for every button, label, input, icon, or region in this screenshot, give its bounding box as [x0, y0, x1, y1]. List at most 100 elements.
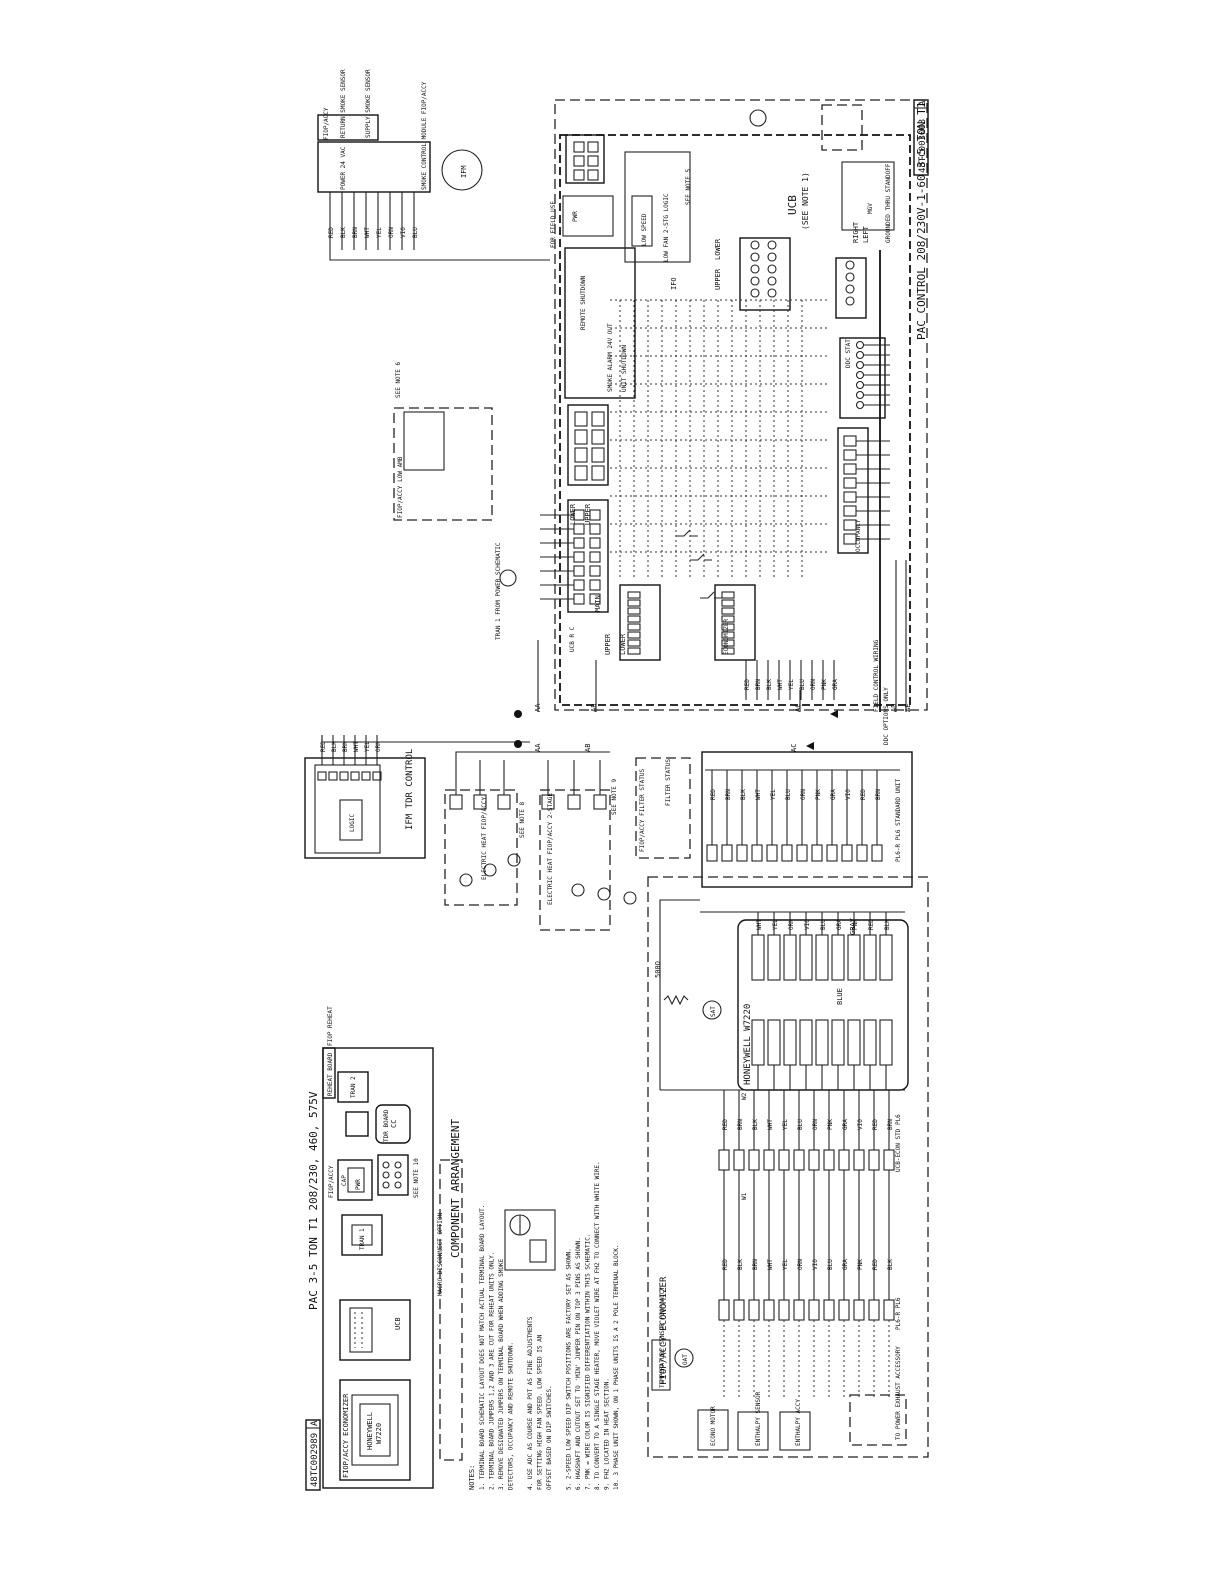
- note-line: 3. REMOVE DESIGNATED JUMPERS ON TERMINAL…: [498, 1258, 505, 1490]
- main-pin: [589, 523, 601, 535]
- electric-heat: ELECTRIC HEAT FIOP/ACCY ELECTRIC HEAT FI…: [444, 778, 618, 931]
- econ-pin-bottom: [868, 1299, 880, 1321]
- econ-tb-pin: [721, 631, 735, 639]
- econ-color-a: BRN: [737, 1119, 744, 1130]
- low-fan-logic-label: LOW FAN 2-STG LOGIC: [663, 193, 670, 262]
- econ-color-b: BRN: [752, 1259, 759, 1270]
- econ-pin-top: [718, 1149, 730, 1171]
- ucb-see-note-1: (SEE NOTE 1): [801, 172, 810, 230]
- honeywell-w7220-title: HONEYWELL W7220: [743, 1004, 753, 1085]
- sat-sensor: SAT: [710, 1006, 717, 1017]
- econ-tb-pin: [721, 639, 735, 647]
- w1-label: W1: [741, 1192, 748, 1200]
- note-line: OFFSET BASED ON DIP SWITCHES.: [546, 1385, 553, 1490]
- ifm-conn-pin: [587, 155, 599, 167]
- note-line: DETECTORS, OCCUPANCY AND REMOTE SHUTDOWN…: [508, 1342, 515, 1490]
- ucb-conn-pin: [750, 252, 760, 262]
- field-wire-color: BLU: [799, 679, 806, 690]
- econ-color-a: ORN: [812, 1119, 819, 1130]
- w7220-color: WHT: [756, 919, 763, 930]
- ifm-terminal: [317, 771, 327, 781]
- pl6-std-pin: [796, 844, 808, 862]
- ucb-conn-pin: [767, 240, 777, 250]
- pl6-std-pin: [856, 844, 868, 862]
- ifm-conn-pin: [573, 155, 585, 167]
- ddc-pin: [855, 350, 865, 360]
- heat-element: [483, 863, 497, 877]
- ucb-lower: LOWER: [714, 238, 722, 260]
- ucb-board: UCB (SEE NOTE 1) UPPER LOWER RIGHT LEFT …: [559, 104, 911, 706]
- econ-pin-top: [793, 1149, 805, 1171]
- heat-relay-2: [567, 794, 581, 810]
- mgv-label: MGV: [867, 203, 874, 214]
- pwr-label: PWR: [572, 211, 579, 222]
- tb-pin: [627, 615, 641, 623]
- econ-pin-top: [748, 1149, 760, 1171]
- heat-element: [459, 873, 473, 887]
- w7220-term-gray: [799, 934, 813, 981]
- switch-symbol: [700, 591, 722, 599]
- main-upper: UPPER: [584, 503, 592, 525]
- heat-element-2: [597, 887, 611, 901]
- ifm-conn-pin: [573, 169, 585, 181]
- notes-block: NOTES: 1. TERMINAL BOARD SCHEMATIC LAYOU…: [468, 1161, 620, 1490]
- econ-color-b: RED: [722, 1259, 729, 1270]
- ifm-terminal: [328, 771, 338, 781]
- ucb-econ-label: UCB-ECON STD PL6: [895, 1114, 902, 1172]
- tb-pin: [627, 639, 641, 647]
- ifm-tdr-title: IFM TDR CONTROL: [405, 749, 415, 830]
- ifm-wire-color: BLK: [331, 741, 338, 752]
- econ-pin-bottom: [823, 1299, 835, 1321]
- ifm-conn-pin: [587, 169, 599, 181]
- occ-pin: [843, 477, 857, 489]
- ifm-wire-color: WHT: [353, 741, 360, 752]
- field-control-wiring: FIELD CONTROL WIRING: [873, 639, 880, 712]
- w7220-color: VIO: [804, 919, 811, 930]
- low-ambient: FIOP/ACCY LOW AMB SEE NOTE 6: [393, 361, 493, 521]
- smoke-bus: [329, 250, 550, 261]
- filter-status-title: FIOP/ACCY FILTER STATUS: [639, 769, 646, 852]
- w7220-gray: GRAY: [849, 917, 857, 935]
- pl6-std-pin: [706, 844, 718, 862]
- ca-fiop-accy: FIOP/ACCY: [328, 1165, 335, 1198]
- ucb-conn-pin: [767, 252, 777, 262]
- ddc-pin: [855, 390, 865, 400]
- pl6-standard: DDC OPTIONS ONLY PL6-R PL6 STANDARD UNIT: [701, 687, 913, 888]
- right-doc-number: 48TC003003: [918, 119, 928, 173]
- econ-color-a: BLU: [797, 1119, 804, 1130]
- see-note-9: SEE NOTE 9: [611, 778, 618, 815]
- tb-pin: [627, 631, 641, 639]
- occ-pin: [843, 463, 857, 475]
- heat-relay: [449, 794, 463, 810]
- ddc-pin: [855, 370, 865, 380]
- w7220-term-gray: [847, 934, 861, 981]
- econ-pin-bottom: [853, 1299, 865, 1321]
- elec-heat-2-label: ELECTRIC HEAT FIOP/ACCY 2-STAGE: [547, 793, 554, 905]
- low-speed-label: LOW SPEED: [641, 213, 648, 246]
- note-line: 1. TERMINAL BOARD SCHEMATIC LAYOUT DOES …: [479, 1205, 486, 1490]
- pl6-std-pin: [871, 844, 883, 862]
- smoke-wire-color: ORN: [388, 227, 395, 238]
- ca-cap: CAP: [341, 1175, 348, 1186]
- conn-ac-mid: AC: [790, 744, 798, 752]
- w2-label: W2: [741, 1092, 748, 1100]
- econ-sat-lead: [659, 899, 700, 1090]
- main-pin: [589, 593, 601, 605]
- w7220-color: YEL: [772, 919, 779, 930]
- w7220-color: BLU: [820, 919, 827, 930]
- note-line: 10. 3 PHASE UNIT SHOWN, ON 1 PHASE UNITS…: [613, 1244, 620, 1490]
- field-wire-color: BLK: [766, 679, 773, 690]
- note-line: 5. 2-SPEED LOW SPEED DIP SWITCH POSITION…: [566, 1248, 573, 1490]
- w7220-color: ORN: [788, 919, 795, 930]
- upper-pin: [574, 411, 588, 427]
- notes-heading: NOTES:: [468, 1465, 476, 1490]
- ucb-conn-pin: [750, 276, 760, 286]
- econ-color-a: RED: [722, 1119, 729, 1130]
- low-speed-logic: LOW SPEED LOW FAN 2-STG LOGIC SEE NOTE 5…: [624, 151, 692, 290]
- conn-aa-mid: AA: [534, 743, 542, 752]
- shutdown-alarm: UNIT SHUTDOWN SMOKE ALARM 24V OUT REMOTE…: [550, 195, 636, 399]
- ca-w7220-label: W7220: [375, 1423, 383, 1444]
